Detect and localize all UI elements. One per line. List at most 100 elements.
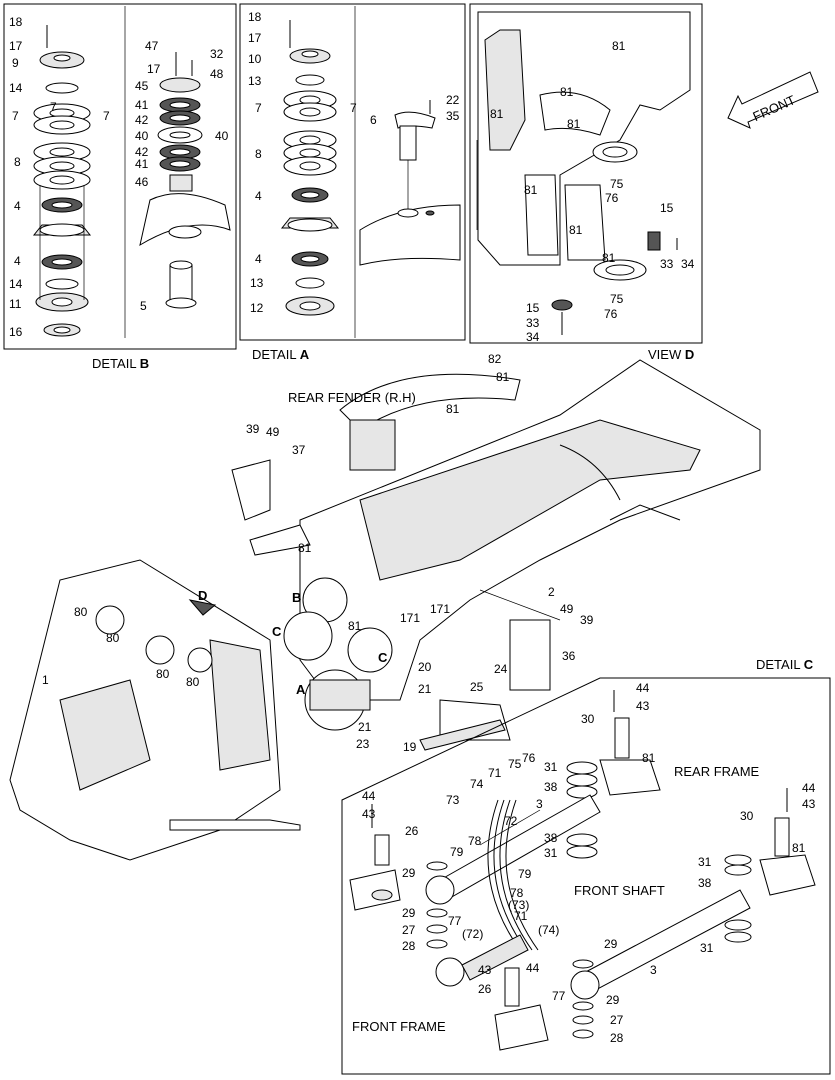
callout: 79 <box>450 845 464 859</box>
view-d-marker: D <box>198 588 207 603</box>
view-d-panel: 81 81 81 81 75 76 81 81 15 33 34 15 33 3… <box>469 3 703 362</box>
main-callouts: 82 81 81 39 49 37 81 2 171 171 81 49 39 … <box>42 352 594 754</box>
rear-fender-label: REAR FENDER (R.H) <box>288 390 416 405</box>
callout: 14 <box>9 277 23 291</box>
callout: 36 <box>562 649 576 663</box>
detail-a-title: DETAIL A <box>252 347 310 362</box>
callout: 79 <box>518 867 532 881</box>
rear-frame <box>231 359 761 751</box>
callout: 49 <box>560 602 574 616</box>
callout: 39 <box>580 613 594 627</box>
callout: 18 <box>9 15 23 29</box>
callout: 81 <box>792 841 806 855</box>
rear-frame-bracket-right <box>724 788 816 943</box>
callout: 1 <box>42 673 49 687</box>
callout: 2 <box>548 585 555 599</box>
callout: 17 <box>147 62 161 76</box>
callout: 19 <box>403 740 417 754</box>
callout: 9 <box>12 56 19 70</box>
callout: 40 <box>135 129 149 143</box>
callout: 14 <box>9 81 23 95</box>
callout: 49 <box>266 425 280 439</box>
callout: 76 <box>522 751 536 765</box>
callout: 77 <box>552 989 566 1003</box>
marker-b: B <box>292 590 301 605</box>
callout: 81 <box>569 223 583 237</box>
callout: 10 <box>248 52 262 66</box>
callout: 13 <box>248 74 262 88</box>
callout: 81 <box>602 251 616 265</box>
callout: 81 <box>524 183 538 197</box>
callout: 38 <box>698 876 712 890</box>
callout: 15 <box>660 201 674 215</box>
callout: 80 <box>186 675 200 689</box>
callout: 4 <box>14 199 21 213</box>
callout: 3 <box>650 963 657 977</box>
callout: 3 <box>536 797 543 811</box>
callout: 81 <box>298 541 312 555</box>
callout: 81 <box>560 85 574 99</box>
callout: 29 <box>606 993 620 1007</box>
callout: 4 <box>255 189 262 203</box>
callout: 28 <box>402 939 416 953</box>
callout: 81 <box>642 751 656 765</box>
callout: 38 <box>544 780 558 794</box>
marker-a: A <box>296 682 306 697</box>
callout: 17 <box>9 39 23 53</box>
callout: 31 <box>544 760 558 774</box>
callout: 76 <box>605 191 619 205</box>
callout: 171 <box>400 611 420 625</box>
callout: 7 <box>103 109 110 123</box>
callout: 5 <box>140 299 147 313</box>
hoses <box>487 799 539 951</box>
callout: 35 <box>446 109 460 123</box>
callout: 26 <box>405 824 419 838</box>
callout: 42 <box>135 113 149 127</box>
callout: 44 <box>526 961 540 975</box>
callout: 23 <box>356 737 370 751</box>
detail-c-callouts: 44 43 30 81 31 38 38 31 75 76 71 74 73 7… <box>362 681 816 1045</box>
callout: 41 <box>135 157 149 171</box>
front-shaft-label: FRONT SHAFT <box>574 883 665 898</box>
detail-markers: B C C A D <box>198 588 388 697</box>
callout: 75 <box>610 177 624 191</box>
view-d-frame-drawing <box>476 11 691 335</box>
view-d-title: VIEW D <box>648 347 694 362</box>
callout: 12 <box>250 301 264 315</box>
callout: 27 <box>610 1013 624 1027</box>
callout: 37 <box>292 443 306 457</box>
callout: 25 <box>470 680 484 694</box>
callout: 17 <box>248 31 262 45</box>
callout: 81 <box>446 402 460 416</box>
callout: 74 <box>470 777 484 791</box>
callout: (73) <box>508 898 529 912</box>
rear-fender: REAR FENDER (R.H) <box>288 373 521 471</box>
callout: 33 <box>526 316 540 330</box>
callout: 44 <box>802 781 816 795</box>
callout: 43 <box>636 699 650 713</box>
callout: 6 <box>370 113 377 127</box>
callout: 30 <box>581 712 595 726</box>
callout: 42 <box>135 145 149 159</box>
callout: 81 <box>567 117 581 131</box>
front-frame-bracket-left <box>349 804 448 949</box>
callout: 16 <box>9 325 23 339</box>
detail-a-pin <box>359 100 461 266</box>
main-assembly: REAR FENDER (R.H) <box>9 352 761 861</box>
callout: 80 <box>106 631 120 645</box>
detail-b-left-stack <box>32 25 92 337</box>
callout: 82 <box>488 352 502 366</box>
callout: 39 <box>246 422 260 436</box>
detail-b-right-stack <box>139 52 231 309</box>
callout: 78 <box>468 834 482 848</box>
callout: 44 <box>636 681 650 695</box>
callout: 38 <box>544 831 558 845</box>
detail-a-stack <box>280 20 340 316</box>
callout: 81 <box>496 370 510 384</box>
callout: 7 <box>50 100 57 114</box>
callout: 43 <box>478 963 492 977</box>
callout: (74) <box>538 923 559 937</box>
callout: 29 <box>402 866 416 880</box>
callout: 33 <box>660 257 674 271</box>
